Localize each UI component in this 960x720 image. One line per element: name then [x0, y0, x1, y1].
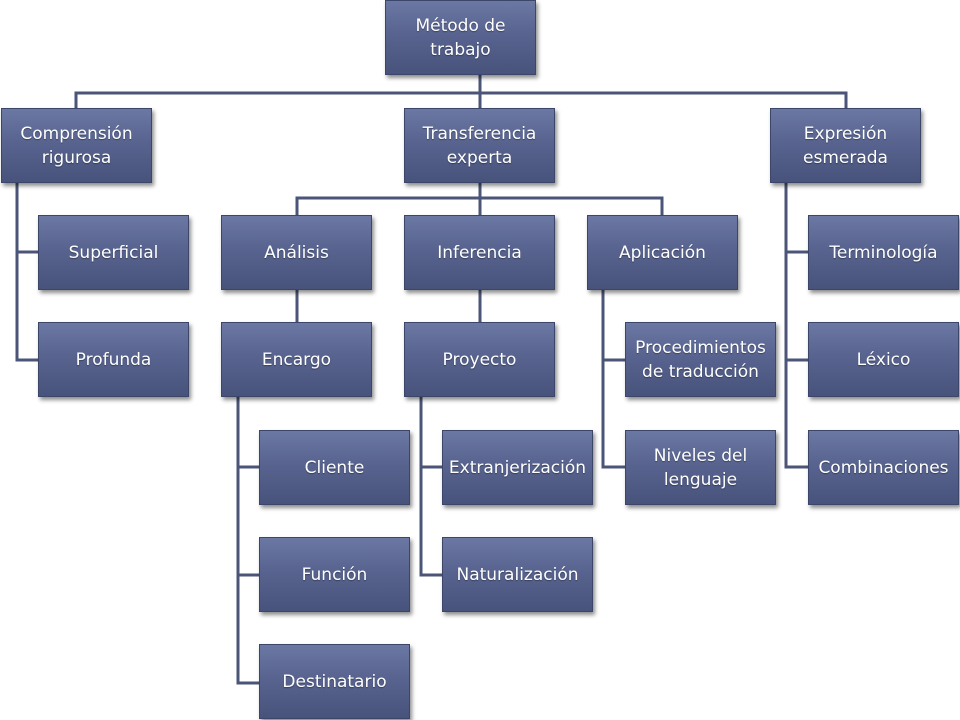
node-transferencia: Transferencia experta	[404, 108, 555, 183]
connector-encargo-children	[236, 395, 261, 685]
node-root: Método de trabajo	[385, 0, 536, 75]
node-extranjerizacion: Extranjerización	[442, 430, 593, 505]
node-lexico: Léxico	[808, 322, 959, 397]
node-superficial: Superficial	[38, 215, 189, 290]
node-procedimientos: Procedimientos de traducción	[625, 322, 776, 397]
node-combinaciones: Combinaciones	[808, 430, 959, 505]
node-funcion: Función	[259, 537, 410, 612]
connector-comprension-children	[15, 180, 40, 362]
node-analisis: Análisis	[221, 215, 372, 290]
connector-proyecto-children	[419, 395, 444, 577]
node-expresion: Expresión esmerada	[770, 108, 921, 183]
connector-expresion-children	[784, 180, 810, 469]
node-encargo: Encargo	[221, 322, 372, 397]
node-destinatario: Destinatario	[259, 644, 410, 719]
node-cliente: Cliente	[259, 430, 410, 505]
node-terminologia: Terminología	[808, 215, 959, 290]
node-aplicacion: Aplicación	[587, 215, 738, 290]
node-inferencia: Inferencia	[404, 215, 555, 290]
connector-aplicacion-children	[601, 288, 627, 469]
node-naturalizacion: Naturalización	[442, 537, 593, 612]
node-proyecto: Proyecto	[404, 322, 555, 397]
node-profunda: Profunda	[38, 322, 189, 397]
node-niveles: Niveles del lenguaje	[625, 430, 776, 505]
node-comprension: Comprensión rigurosa	[1, 108, 152, 183]
